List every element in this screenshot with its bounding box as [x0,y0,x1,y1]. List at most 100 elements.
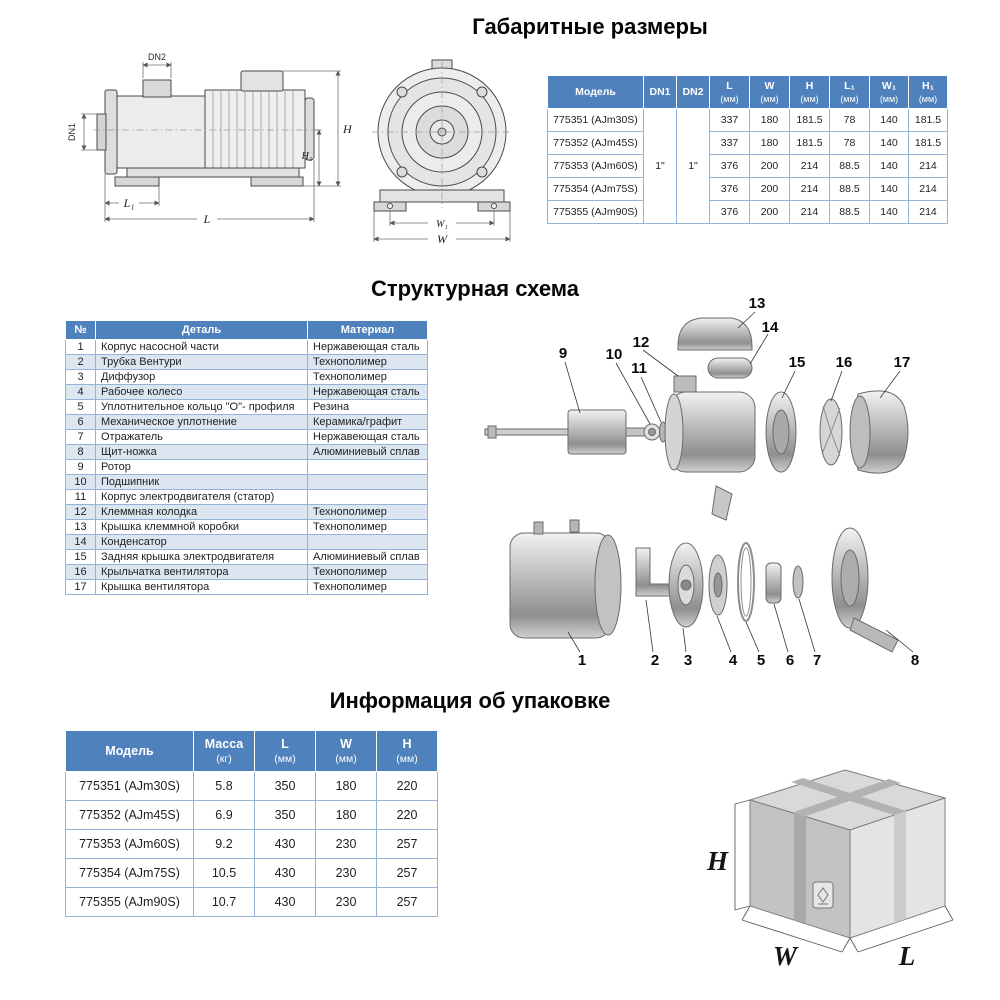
header-H: H(мм) [376,730,438,772]
part-material-cell [307,459,428,475]
part-num-cell: 3 [65,369,96,385]
dimension-lines [81,62,341,222]
value-cell: 140 [869,108,909,132]
part-num-cell: 10 [65,474,96,490]
part-detail-cell: Корпус электродвигателя (статор) [95,489,308,505]
part-label-7: 7 [813,652,821,669]
part-num-cell: 7 [65,429,96,445]
part-material-cell: Резина [307,399,428,415]
value-cell: 88.5 [829,177,870,201]
value-cell: 200 [749,154,790,178]
part-label-15: 15 [789,354,806,371]
part-detail-cell: Рабочее колесо [95,384,308,400]
value-cell: 181.5 [789,108,830,132]
header-label: L [281,737,289,751]
value-cell: 230 [315,829,377,859]
section-title-dimensions: Габаритные размеры [472,14,708,39]
part-num-cell: 11 [65,489,96,505]
part-detail-cell: Крышка клеммной коробки [95,519,308,535]
model-cell: 775354 (AJm75S) [65,858,194,888]
box-label-l: L [898,941,916,971]
part-num-cell: 4 [65,384,96,400]
dim-label-w: W [437,232,448,246]
dim-label-w1: W₁ [436,219,448,230]
header-label: W [764,80,775,92]
part-detail-cell: Подшипник [95,474,308,490]
header-L1: L₁(мм) [829,75,870,109]
value-cell: 140 [869,177,909,201]
header-unit: (мм) [274,753,296,765]
dim-label-l1: L₁ [123,196,135,210]
part-detail-cell: Уплотнительное кольцо "О"- профиля [95,399,308,415]
header-unit: (мм) [335,753,357,765]
model-cell: 775355 (AJm90S) [65,887,194,917]
part-detail-cell: Корпус насосной части [95,339,308,355]
value-cell: 180 [315,800,377,830]
table-row: 775354 (AJm75S) 376 200 214 88.5 140 214 [547,177,948,201]
dimensions-table: Модель DN1 DN2 L(мм) W(мм) H(мм) L₁(мм) … [547,75,948,224]
value-cell: 430 [254,887,316,917]
section-title-packaging: Информация об упаковке [329,688,611,713]
value-cell: 257 [376,887,438,917]
part-material-cell [307,534,428,550]
table-row: 775355 (AJm90S) 376 200 214 88.5 140 214 [547,200,948,224]
part-material-cell: Нержавеющая сталь [307,384,428,400]
header-mass: Масса(кг) [193,730,255,772]
header-label: L₁ [844,80,855,92]
model-cell: 775351 (AJm30S) [65,771,194,801]
table-row: 775353 (AJm60S) 376 200 214 88.5 140 214 [547,154,948,178]
model-cell: 775354 (AJm75S) [547,177,644,201]
pump-front-outline [372,59,512,212]
part-label-16: 16 [836,354,853,371]
parts-header-row: № Деталь Материал [65,320,428,340]
value-cell: 78 [829,131,870,155]
part-num-cell: 15 [65,549,96,565]
header-unit: (мм) [879,94,899,104]
part-material-cell: Нержавеющая сталь [307,339,428,355]
part-detail-cell: Трубка Вентури [95,354,308,370]
value-cell: 230 [315,887,377,917]
header-label: H [402,737,412,751]
part-num-cell: 14 [65,534,96,550]
value-cell: 214 [789,177,830,201]
part-label-4: 4 [729,652,738,669]
header-num: № [65,320,96,340]
part-material-cell: Технополимер [307,504,428,520]
part-detail-cell: Механическое уплотнение [95,414,308,430]
part-label-17: 17 [894,354,911,371]
part-material-cell [307,489,428,505]
dim-label-dn2: DN2 [148,52,166,62]
header-material: Материал [307,320,428,340]
value-cell: 78 [829,108,870,132]
header-L: L (мм) [254,730,316,772]
value-cell: 214 [908,154,948,178]
value-cell: 200 [749,177,790,201]
exploded-view-diagram: 13 14 9 10 12 11 15 16 17 1 2 3 4 5 6 7 … [484,295,919,669]
value-cell: 430 [254,858,316,888]
part-label-2: 2 [651,652,659,669]
value-cell: 140 [869,200,909,224]
part-detail-cell: Задняя крышка электродвигателя [95,549,308,565]
pump-side-view-drawing: DN2 DN1 H H₁ L₁ L [67,52,353,226]
value-cell: 5.8 [193,771,255,801]
table-row: 775352 (AJm45S) 337 180 181.5 78 140 181… [547,131,948,155]
dimensions-header-row: Модель DN1 DN2 L(мм) W(мм) H(мм) L₁(мм) … [547,75,948,109]
value-cell: 140 [869,154,909,178]
part-label-11: 11 [631,360,647,377]
value-cell: 214 [789,200,830,224]
value-cell: 257 [376,858,438,888]
value-cell: 88.5 [829,200,870,224]
part-num-cell: 5 [65,399,96,415]
part-material-cell: Технополимер [307,519,428,535]
